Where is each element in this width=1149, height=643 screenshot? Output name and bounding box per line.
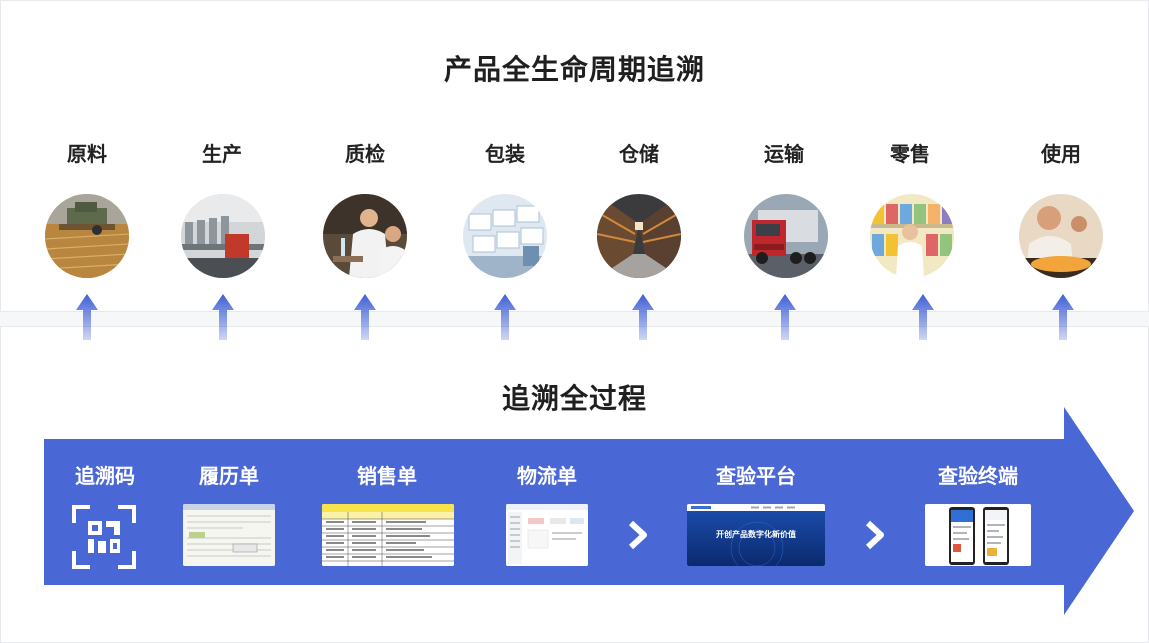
retail-shelf-photo <box>870 194 954 278</box>
up-arrow-icon <box>212 294 234 340</box>
up-arrow-icon <box>912 294 934 340</box>
warehouse-photo <box>597 194 681 278</box>
stage-label-retail: 零售 <box>890 142 930 166</box>
step-label-platform: 查验平台 <box>716 464 796 488</box>
sales-sheet-screenshot <box>322 504 454 566</box>
platform-caption: 开创产品数字化新价值 <box>716 530 796 539</box>
step-label-sales: 销售单 <box>357 464 417 488</box>
stage-label-packaging: 包装 <box>485 142 525 166</box>
record-sheet-screenshot <box>183 504 275 566</box>
truck-photo <box>744 194 828 278</box>
section-title: 追溯全过程 <box>501 382 647 415</box>
stage-label-use: 使用 <box>1041 142 1081 166</box>
wheat-harvester-photo <box>45 194 129 278</box>
up-arrow-icon <box>76 294 98 340</box>
up-arrow-icon <box>494 294 516 340</box>
up-arrow-icon <box>632 294 654 340</box>
step-label-logistics: 物流单 <box>517 464 577 488</box>
stage-label-inspection: 质检 <box>345 142 385 166</box>
packaging-photo <box>463 194 547 278</box>
up-arrow-icon <box>354 294 376 340</box>
process-arrow-band <box>44 407 1134 615</box>
factory-line-photo <box>181 194 265 278</box>
stage-label-storage: 仓储 <box>619 142 659 166</box>
up-arrow-icon <box>1052 294 1074 340</box>
step-label-record: 履历单 <box>199 464 259 488</box>
stage-label-production: 生产 <box>202 142 242 166</box>
chevron-right-icon <box>865 520 884 550</box>
platform-screenshot: 开创产品数字化新价值 <box>687 504 825 566</box>
chevron-right-icon <box>628 520 647 550</box>
consumer-photo <box>1019 194 1103 278</box>
stage-label-transport: 运输 <box>764 142 804 166</box>
stage-label-raw: 原料 <box>67 142 107 166</box>
logistics-screenshot <box>506 504 588 566</box>
page-title: 产品全生命周期追溯 <box>443 53 705 86</box>
mobile-terminal-screenshot <box>925 504 1031 566</box>
step-label-terminal: 查验终端 <box>938 464 1018 488</box>
up-arrow-icon <box>774 294 796 340</box>
lab-inspection-photo <box>323 194 407 278</box>
step-label-trace-code: 追溯码 <box>75 464 135 488</box>
qr-code-icon <box>72 505 136 569</box>
